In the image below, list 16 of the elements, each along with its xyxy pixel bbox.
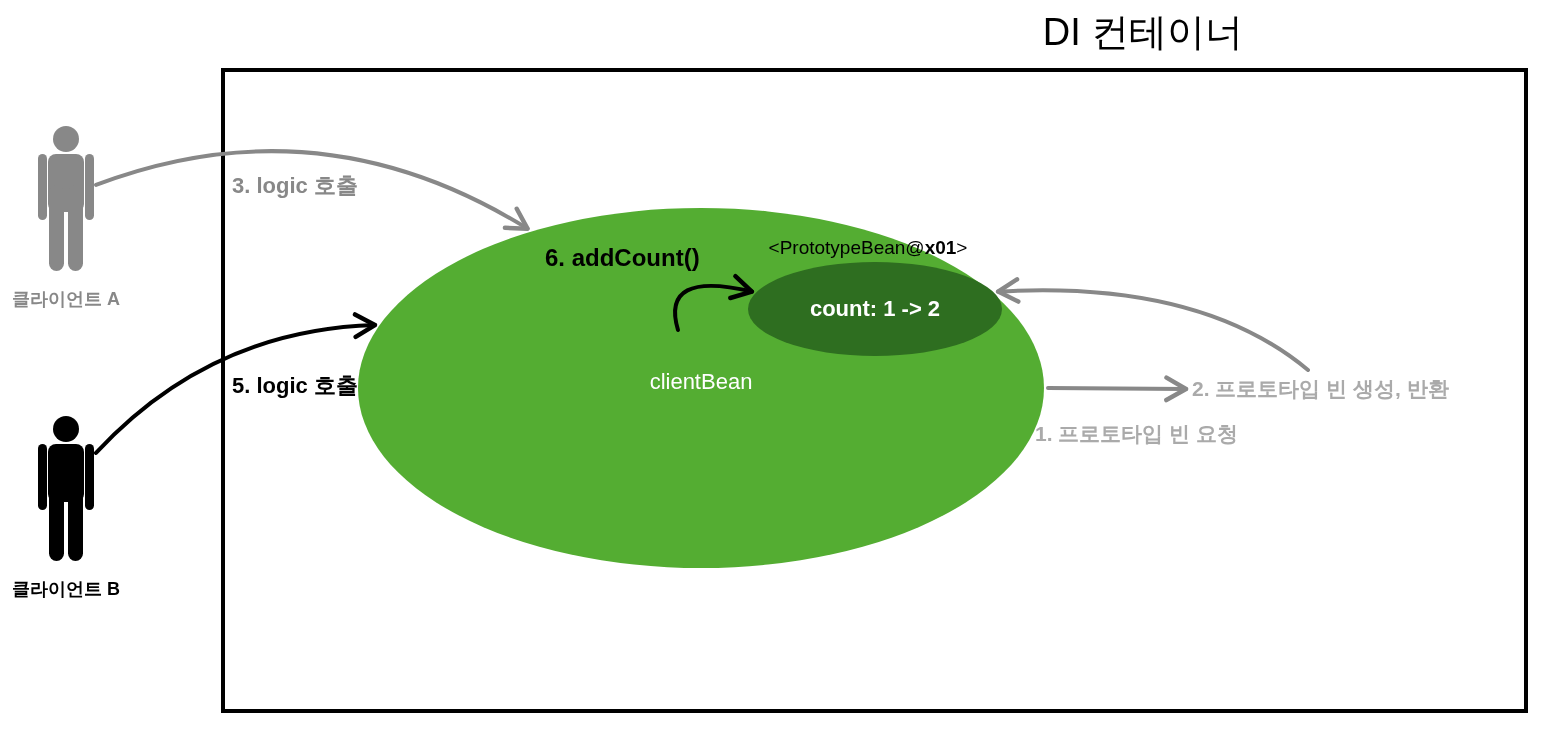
bean-name: <PrototypeBean@x01>	[768, 237, 968, 259]
person-caption: 클라이언트 B	[12, 578, 120, 601]
bean-field: count: 1 -> 2	[809, 296, 941, 322]
edge-label: 1. 프로토타입 빈 요청	[1035, 421, 1239, 447]
edge-label: 6. addCount()	[545, 244, 700, 272]
step-text: 2. 프로토타입 빈 생성, 반환	[1192, 376, 1449, 402]
arrow	[94, 312, 378, 455]
edge-label: 3. logic 호출	[232, 172, 358, 200]
arrow	[1046, 375, 1189, 403]
arrow	[995, 277, 1310, 372]
person-caption: 클라이언트 A	[12, 288, 120, 311]
container-title: DI 컨테이너	[1042, 9, 1244, 55]
edge-label: 5. logic 호출	[232, 372, 358, 400]
bean-name: clientBean	[649, 369, 753, 395]
arrow	[94, 149, 530, 231]
arrow	[673, 274, 755, 332]
